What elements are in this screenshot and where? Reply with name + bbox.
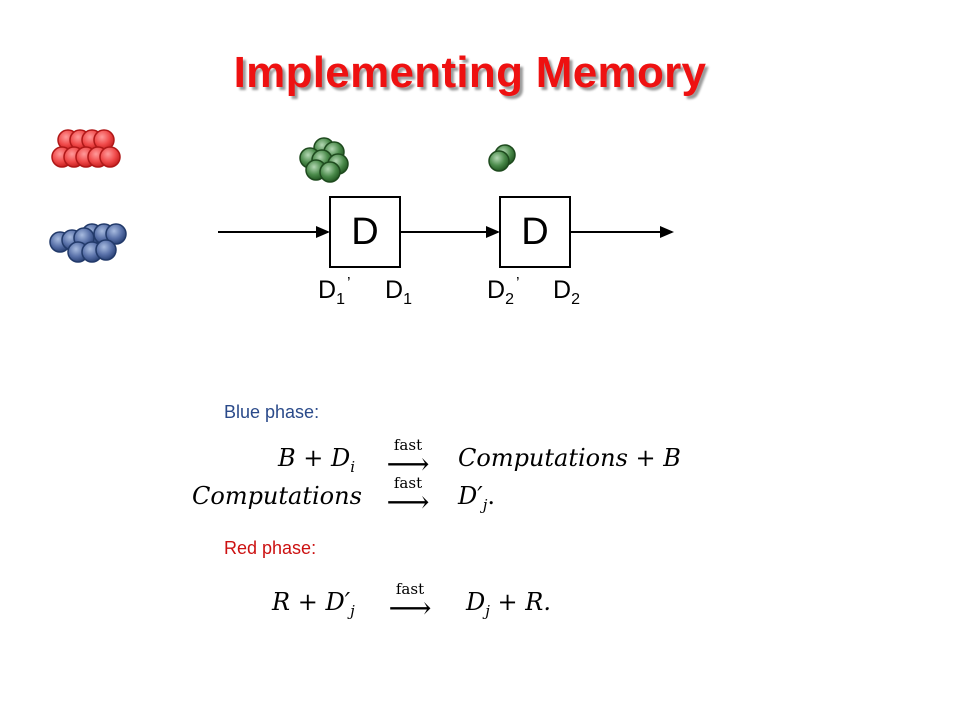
blue-phase-equation-1-lhs: B + Di [278,444,356,476]
page-title: Implementing Memory [233,48,707,97]
delay-box [329,196,401,268]
fast-reaction-arrow: fast ⟶ [386,436,430,482]
blue-molecule-cluster [49,223,127,263]
red-phase-label: Red phase: [224,538,317,558]
red-phase-equation-lhs: R + D′j [272,588,355,620]
node-label-d1: D1 [385,276,412,308]
blue-phase-equation-1-rhs: Computations + B [458,444,681,472]
green-molecule-cluster [299,137,349,183]
blue-phase-equation-2-lhs: Computations [192,482,362,510]
delay-box-label: D [351,211,378,253]
node-label-d2-prime: D2’ [487,275,520,308]
delay-box-label: D [521,211,548,253]
red-phase-equation-rhs: Dj + R. [466,588,551,620]
blue-phase-label: Blue phase: [224,402,320,422]
delay-box [499,196,571,268]
fast-reaction-arrow: fast ⟶ [386,474,430,520]
node-label-d1-prime: D1’ [318,275,351,308]
green-molecule-cluster [488,144,516,172]
fast-reaction-arrow: fast ⟶ [388,580,432,626]
node-label-d2: D2 [553,276,580,308]
blue-phase-equation-2-rhs: D′j. [458,482,495,514]
red-molecule-cluster [51,129,121,168]
